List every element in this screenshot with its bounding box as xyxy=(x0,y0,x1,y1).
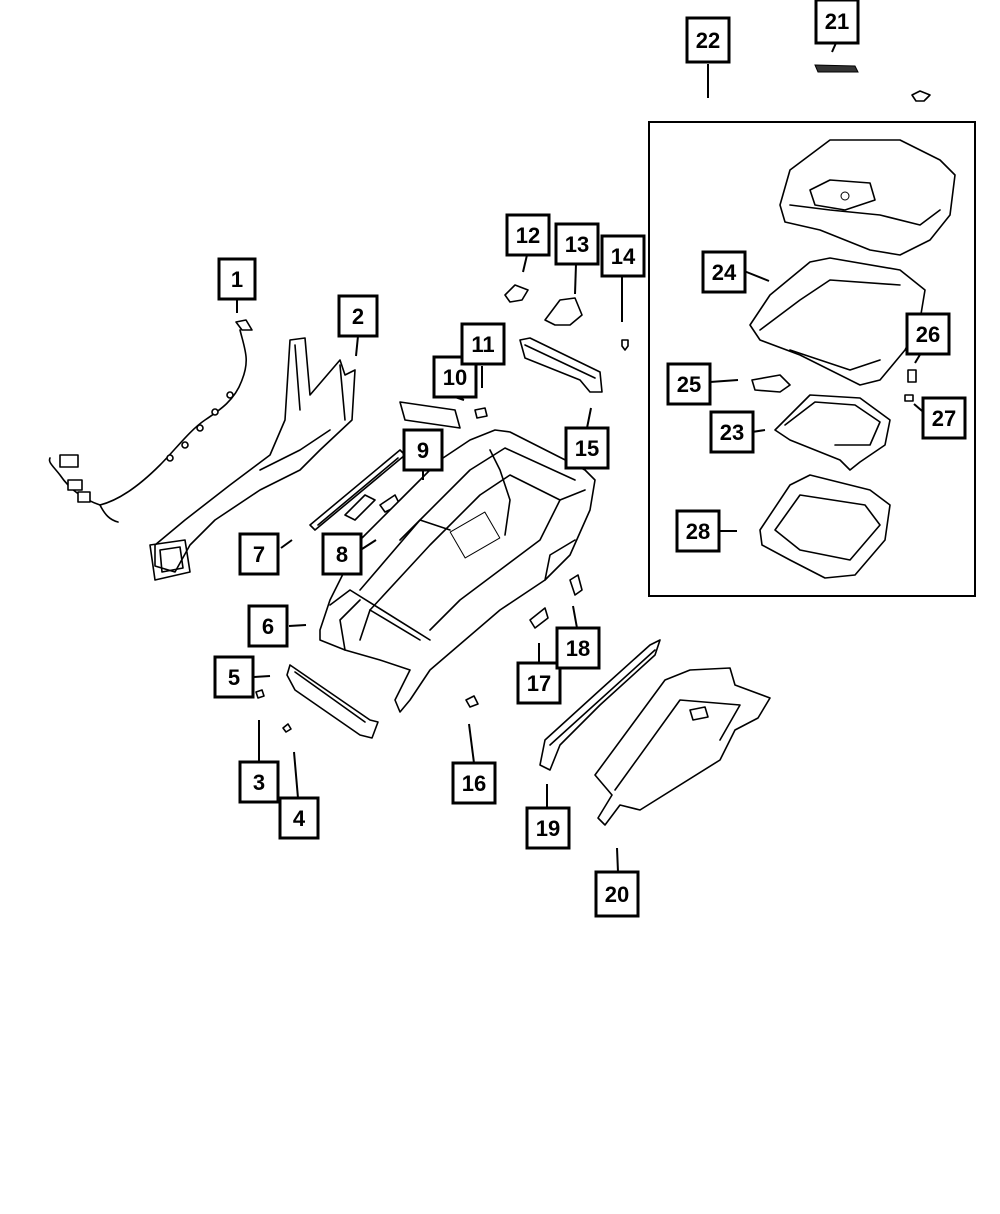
leader-lines xyxy=(236,42,929,873)
callout-10: 10 xyxy=(432,355,478,399)
callout-12: 12 xyxy=(505,213,551,257)
callout-12-label: 12 xyxy=(516,223,540,248)
callout-11-label: 11 xyxy=(471,332,494,357)
callout-25-label: 25 xyxy=(677,372,701,397)
callout-27: 27 xyxy=(921,396,967,440)
callout-24-label: 24 xyxy=(712,260,737,285)
callout-26-label: 26 xyxy=(916,322,940,347)
callout-16: 16 xyxy=(451,761,497,805)
callout-13-label: 13 xyxy=(565,232,589,257)
callout-16-label: 16 xyxy=(462,771,486,796)
callout-19: 19 xyxy=(525,806,571,850)
callout-19-label: 19 xyxy=(536,816,560,841)
callout-7: 7 xyxy=(238,532,280,576)
armrest-inset-frame xyxy=(648,121,976,597)
callout-10-label: 10 xyxy=(443,365,467,390)
latch-and-bracket-parts xyxy=(504,284,629,393)
callout-15: 15 xyxy=(564,426,610,470)
callout-22-label: 22 xyxy=(696,28,720,53)
callout-2-label: 2 xyxy=(352,304,364,329)
callout-22: 22 xyxy=(685,16,731,64)
callout-9: 9 xyxy=(402,428,444,472)
storage-bin xyxy=(759,474,891,579)
callout-28-label: 28 xyxy=(686,519,710,544)
callout-21: 21 xyxy=(814,0,860,45)
callout-15-label: 15 xyxy=(575,436,599,461)
armrest-small-parts xyxy=(751,369,917,402)
callout-4-label: 4 xyxy=(293,806,306,831)
callout-20: 20 xyxy=(594,870,640,918)
air-duct xyxy=(149,337,356,581)
callout-14: 14 xyxy=(600,234,646,278)
small-fasteners xyxy=(255,664,379,739)
callout-27-label: 27 xyxy=(932,406,956,431)
callout-17: 17 xyxy=(516,661,562,705)
callout-23-label: 23 xyxy=(720,420,744,445)
callout-4: 4 xyxy=(278,796,320,840)
callout-5: 5 xyxy=(213,655,255,699)
callout-14-label: 14 xyxy=(611,244,636,269)
callout-18-label: 18 xyxy=(566,636,590,661)
armrest-tray xyxy=(774,394,891,471)
callout-7-label: 7 xyxy=(253,542,265,567)
lower-trim-parts xyxy=(465,574,771,826)
callout-24: 24 xyxy=(701,250,747,294)
callout-8: 8 xyxy=(321,532,363,576)
callout-1: 1 xyxy=(217,257,257,301)
armrest-body xyxy=(749,257,926,386)
callout-21-label: 21 xyxy=(825,9,849,34)
callout-2: 2 xyxy=(337,294,379,338)
callout-11: 11 xyxy=(460,322,506,366)
callout-25: 25 xyxy=(666,362,712,406)
callout-6-label: 6 xyxy=(262,614,274,639)
callout-17-label: 17 xyxy=(527,671,551,696)
callout-13: 13 xyxy=(554,222,600,266)
callout-20-label: 20 xyxy=(605,882,629,907)
callout-8-label: 8 xyxy=(336,542,348,567)
center-console-body xyxy=(319,429,596,713)
callout-9-label: 9 xyxy=(417,438,429,463)
callout-5-label: 5 xyxy=(228,665,240,690)
callout-6: 6 xyxy=(247,604,289,648)
callout-23: 23 xyxy=(709,410,755,454)
armrest-lid xyxy=(779,139,956,256)
wiring-harness xyxy=(48,319,253,523)
callout-1-label: 1 xyxy=(231,267,243,292)
callout-26: 26 xyxy=(905,312,951,356)
top-small-parts xyxy=(814,64,931,102)
callout-18: 18 xyxy=(555,626,601,670)
callout-28: 28 xyxy=(675,509,721,553)
callout-3-label: 3 xyxy=(253,770,265,795)
callout-3: 3 xyxy=(238,760,280,804)
